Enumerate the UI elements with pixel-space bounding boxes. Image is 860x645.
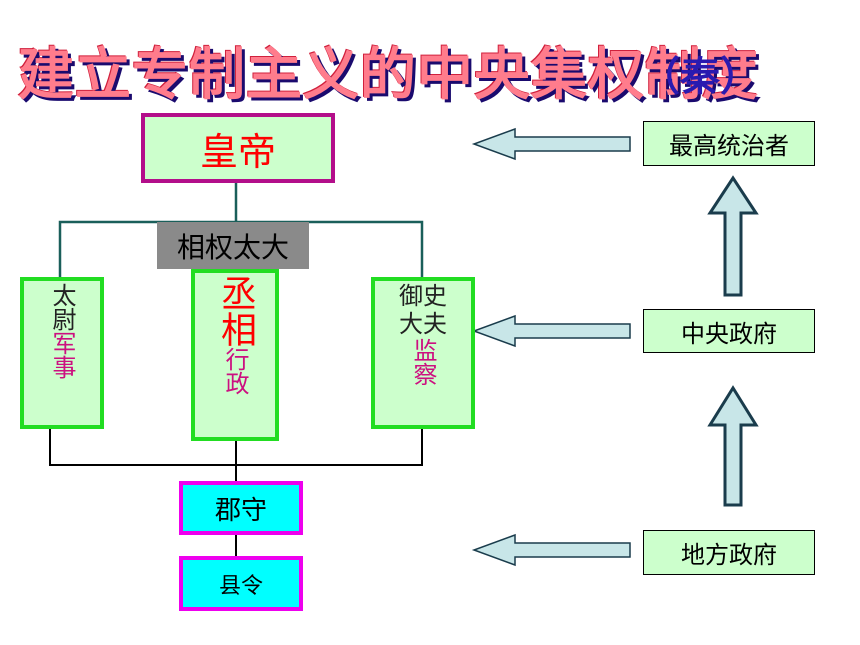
- emperor-label: 皇帝: [199, 129, 276, 174]
- junshou-label: 郡守: [214, 495, 267, 526]
- arrow-up-lower: [707, 385, 759, 507]
- yushidafu-name: 御史大夫: [399, 282, 447, 338]
- xiangquan-label: 相权太大: [176, 230, 289, 264]
- taiwei-name: 太尉: [48, 283, 76, 331]
- level-top-box: 最高统治者: [643, 121, 815, 166]
- level-central-box: 中央政府: [643, 309, 815, 353]
- arrow-left-top: [471, 127, 631, 161]
- level-central-label: 中央政府: [681, 319, 777, 348]
- taiwei-box: 太尉 军事: [20, 277, 104, 429]
- yushidafu-duty: 监察: [409, 338, 437, 387]
- yushidafu-box: 御史大夫 监察: [371, 277, 475, 429]
- junshou-box: 郡守: [179, 481, 303, 535]
- level-local-box: 地方政府: [643, 530, 815, 575]
- diagram-title: 建立专制主义的中央集权制度: [18, 43, 759, 108]
- arrow-left-bottom: [471, 533, 631, 567]
- xianling-box: 县令: [179, 556, 303, 611]
- emperor-box: 皇帝: [141, 113, 335, 183]
- arrow-left-middle: [471, 314, 631, 348]
- chengxiang-duty: 行政: [221, 347, 249, 395]
- xiangquan-box: 相权太大: [157, 222, 309, 269]
- level-local-label: 地方政府: [681, 541, 777, 569]
- chengxiang-name: 丞相: [215, 275, 256, 347]
- chengxiang-box: 丞相 行政: [191, 269, 279, 441]
- xianling-label: 县令: [218, 573, 263, 599]
- arrow-up-upper: [707, 175, 759, 297]
- dynasty-label: （秦）: [640, 54, 760, 100]
- level-top-label: 最高统治者: [669, 132, 789, 160]
- taiwei-duty: 军事: [48, 331, 76, 379]
